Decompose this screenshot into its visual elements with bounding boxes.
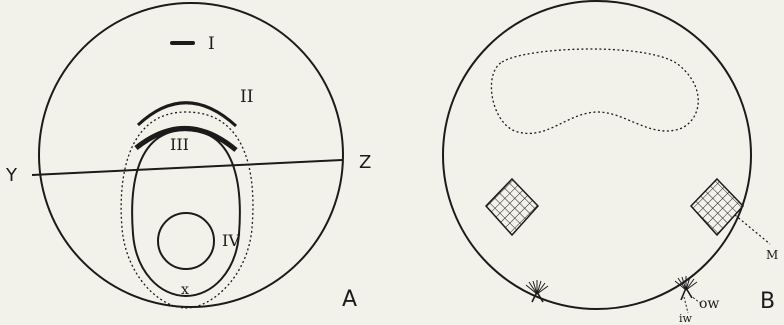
label-I: I bbox=[208, 34, 215, 54]
leader-M bbox=[735, 215, 770, 244]
arc-II bbox=[138, 103, 236, 126]
figure-a bbox=[32, 3, 343, 308]
label-IV: IV bbox=[222, 231, 240, 250]
line-Y-Z bbox=[32, 160, 342, 175]
label-Y: Y bbox=[5, 165, 18, 186]
label-x: x bbox=[181, 282, 189, 298]
dotted-kidney bbox=[491, 49, 698, 133]
label-M: M bbox=[766, 248, 778, 262]
label-III: III bbox=[170, 135, 189, 154]
circle-IV bbox=[158, 213, 214, 269]
figure-b bbox=[443, 1, 770, 313]
label-ow: ow bbox=[699, 296, 719, 312]
outer-circle-b bbox=[443, 1, 751, 309]
panel-label-A: A bbox=[342, 287, 357, 312]
label-II: II bbox=[240, 87, 253, 107]
tuft-right bbox=[675, 276, 697, 300]
tuft-left bbox=[526, 280, 548, 302]
panel-label-B: B bbox=[760, 289, 775, 314]
leader-iw bbox=[684, 297, 688, 313]
outer-circle-a bbox=[39, 3, 343, 307]
label-Z: Z bbox=[359, 152, 371, 173]
rhombus-left bbox=[486, 179, 538, 235]
label-iw: iw bbox=[679, 312, 693, 325]
rhombus-right-M bbox=[691, 179, 743, 235]
